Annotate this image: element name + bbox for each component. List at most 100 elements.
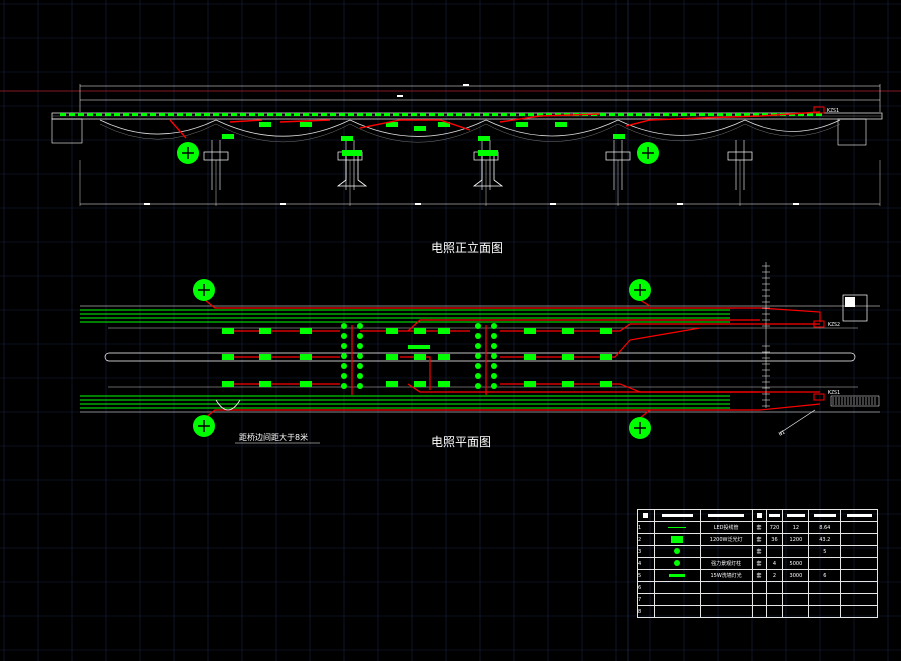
plan-cable [204, 403, 821, 419]
plan-cable [204, 299, 821, 322]
legend-name: 强力景观灯柱 [699, 557, 753, 570]
deck-led-fixture [492, 113, 498, 116]
deck-led-fixture [339, 113, 345, 116]
legend-note [840, 557, 878, 570]
legend-spec: 3000 [782, 569, 810, 582]
legend-symbol [653, 605, 701, 618]
plan-floodlight [438, 328, 450, 334]
deck-led-fixture [681, 113, 687, 116]
legend-symbol [653, 521, 701, 534]
deck-led-fixture [438, 113, 444, 116]
plan-floodlight [222, 328, 234, 334]
legend-note [840, 533, 878, 546]
legend-power: 6 [808, 569, 842, 582]
plan-floodlight [600, 381, 612, 387]
pier-light-cluster [341, 383, 347, 389]
plan-floodlight [222, 381, 234, 387]
deck-led-fixture [294, 113, 300, 116]
deck-led-fixture [753, 113, 759, 116]
plan-floodlight [414, 381, 426, 387]
plan-floodlight [562, 328, 574, 334]
deck-led-fixture [537, 113, 543, 116]
deck-led-fixture [420, 113, 426, 116]
legend-name [699, 593, 753, 606]
legend-note [840, 593, 878, 606]
pier-light-cluster [475, 333, 481, 339]
legend-name: 15W洗墙灯光 [699, 569, 753, 582]
plan-cable [400, 356, 431, 390]
plan-floodlight [259, 328, 271, 334]
legend-no: 2 [637, 533, 655, 546]
legend-spec [782, 545, 810, 558]
plan-floodlight [562, 381, 574, 387]
deck-led-fixture [663, 113, 669, 116]
legend-symbol [653, 533, 701, 546]
legend-header-row [637, 509, 878, 522]
main-pier [336, 156, 368, 187]
legend-symbol [653, 545, 701, 558]
deck-led-fixture [717, 113, 723, 116]
legend-qty: 36 [765, 533, 784, 546]
distribution-box-kzs2 [813, 320, 825, 328]
arch-span [215, 119, 351, 137]
deck-led-fixture [708, 113, 714, 116]
deck-led-fixture [267, 113, 273, 116]
deck-led-fixture [528, 113, 534, 116]
deck-led-fixture [114, 113, 120, 116]
floodlight [613, 134, 625, 139]
plan-floodlight [222, 354, 234, 360]
deck-led-fixture [474, 113, 480, 116]
deck-led-fixture [465, 113, 471, 116]
plan-cable [407, 383, 760, 393]
plan-floodlight [438, 354, 450, 360]
deck-led-fixture [348, 113, 354, 116]
plan-cable [639, 409, 651, 419]
deck-led-fixture [546, 113, 552, 116]
plan-title: 电照平面图 [431, 435, 492, 449]
deck-led-fixture [402, 113, 408, 116]
lamp-post-icon [674, 560, 681, 567]
legend-power: 8.64 [808, 521, 842, 534]
pier-light-cluster [341, 333, 347, 339]
deck-led-fixture [510, 113, 516, 116]
legend-symbol [653, 593, 701, 606]
legend-note [840, 569, 878, 582]
legend-symbol [653, 581, 701, 594]
legend-power: 5 [808, 545, 842, 558]
legend-qty [765, 593, 784, 606]
bridge-plan-view [80, 262, 880, 444]
legend-qty: 2 [765, 569, 784, 582]
deck-led-fixture [357, 113, 363, 116]
legend-unit [751, 581, 767, 594]
wall-washer-icon [669, 573, 686, 577]
plan-cable [407, 319, 760, 332]
pier-light-cluster [475, 383, 481, 389]
deck-led-fixture [132, 113, 138, 116]
deck-led-fixture [105, 113, 111, 116]
deck-led-fixture [222, 113, 228, 116]
plan-floodlight [300, 354, 312, 360]
legend-no: 6 [637, 581, 655, 594]
pier-light-cluster [475, 323, 481, 329]
legend-name [699, 605, 753, 618]
main-pier [472, 156, 504, 187]
floodlight [555, 122, 567, 127]
distribution-box-kzs1 [813, 106, 825, 114]
deck-led-fixture [177, 113, 183, 116]
deck-led-fixture [807, 113, 813, 116]
plan-floodlight [386, 354, 398, 360]
plan-floodlight [524, 381, 536, 387]
deck-led-fixture [240, 113, 246, 116]
legend-spec [782, 605, 810, 618]
legend-note [840, 545, 878, 558]
deck-led-fixture [231, 113, 237, 116]
deck-led-fixture [555, 113, 561, 116]
legend-row: 8 [637, 605, 878, 618]
pier-light-cluster [341, 343, 347, 349]
deck-led-fixture [636, 113, 642, 116]
pier-light-cluster [341, 353, 347, 359]
legend-note [840, 581, 878, 594]
legend-row: 7 [637, 593, 878, 606]
